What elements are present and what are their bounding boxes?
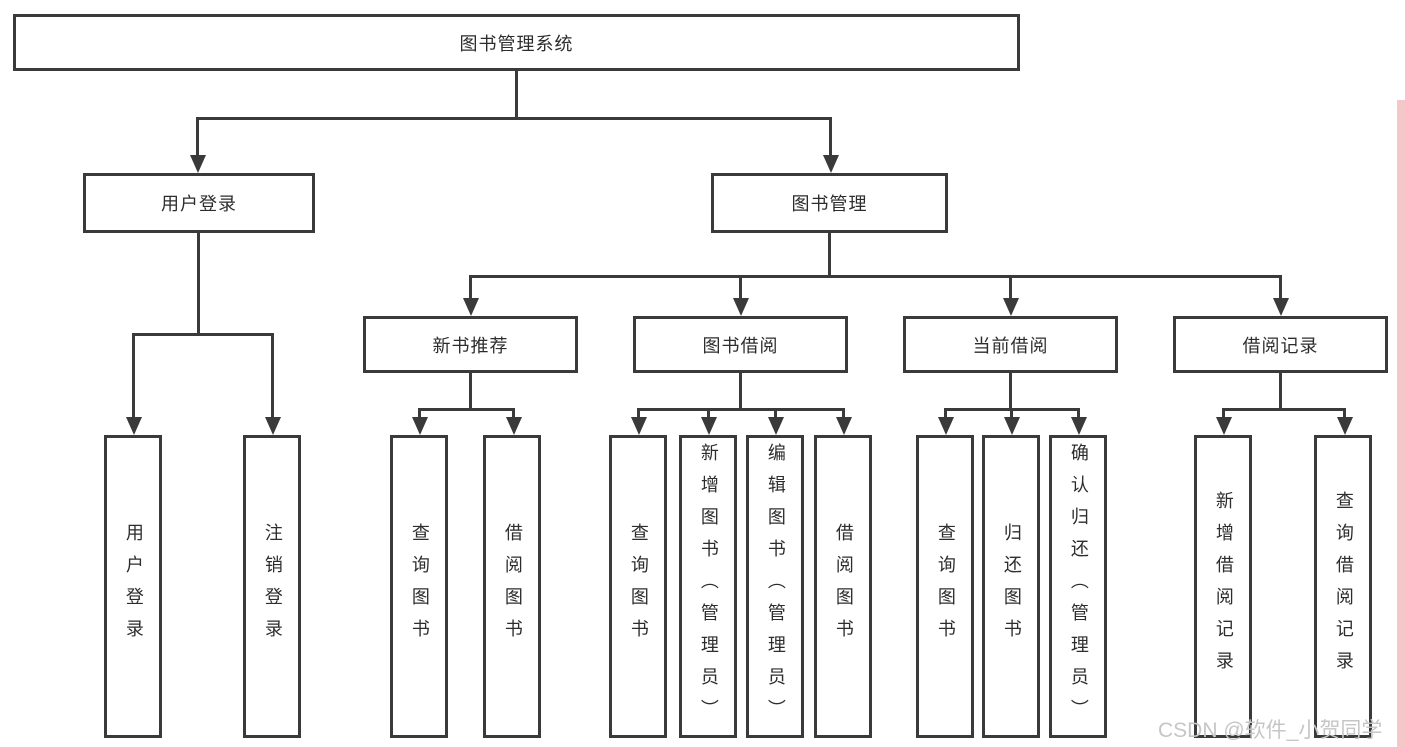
node-borrow-record-label: 借阅记录 xyxy=(1242,335,1319,356)
connector-line xyxy=(637,408,640,417)
node-leaf-query-books-2-label: 查询图书 xyxy=(628,522,649,651)
arrowhead-icon xyxy=(1337,417,1353,435)
connector-line xyxy=(1222,408,1225,417)
node-root-label: 图书管理系统 xyxy=(459,33,574,54)
connector-line xyxy=(842,408,845,417)
node-leaf-query-books-1-label: 查询图书 xyxy=(409,522,430,651)
arrowhead-icon xyxy=(938,417,954,435)
connector-line xyxy=(1009,275,1012,300)
node-leaf-return-books-label: 归还图书 xyxy=(1001,522,1022,651)
node-current-borrow: 当前借阅 xyxy=(903,316,1118,373)
arrowhead-icon xyxy=(1004,417,1020,435)
connector-line xyxy=(1279,275,1282,300)
node-leaf-user-login: 用户登录 xyxy=(104,435,162,738)
node-user-login: 用户登录 xyxy=(83,173,315,233)
node-book-borrow-label: 图书借阅 xyxy=(702,335,779,356)
arrowhead-icon xyxy=(190,155,206,173)
node-new-book-recommend: 新书推荐 xyxy=(363,316,578,373)
node-user-login-label: 用户登录 xyxy=(161,194,237,214)
node-book-management: 图书管理 xyxy=(711,173,948,233)
arrowhead-icon xyxy=(1216,417,1232,435)
node-leaf-add-books-admin-label: 新增图书（管理员） xyxy=(698,442,719,731)
node-root: 图书管理系统 xyxy=(13,14,1020,71)
node-leaf-query-books-1: 查询图书 xyxy=(390,435,448,738)
connector-line xyxy=(1077,408,1080,417)
connector-line xyxy=(469,373,472,411)
node-leaf-confirm-return-admin-label: 确认归还（管理员） xyxy=(1068,442,1089,731)
arrowhead-icon xyxy=(631,417,647,435)
connector-line xyxy=(418,408,515,411)
node-leaf-borrow-books-1-label: 借阅图书 xyxy=(502,522,523,651)
connector-line xyxy=(515,71,518,118)
arrowhead-icon xyxy=(265,417,281,435)
connector-line xyxy=(196,117,199,157)
connector-line xyxy=(1279,373,1282,411)
connector-line xyxy=(469,275,472,300)
node-leaf-query-borrow-record-label: 查询借阅记录 xyxy=(1333,490,1354,683)
node-borrow-record: 借阅记录 xyxy=(1173,316,1388,373)
arrowhead-icon xyxy=(412,417,428,435)
connector-line xyxy=(196,117,832,120)
arrowhead-icon xyxy=(1003,298,1019,316)
node-leaf-add-borrow-record-label: 新增借阅记录 xyxy=(1213,490,1234,683)
right-edge-accent-strip xyxy=(1397,100,1405,747)
node-leaf-user-login-label: 用户登录 xyxy=(123,522,144,651)
connector-line xyxy=(1222,408,1346,411)
node-leaf-query-books-3-label: 查询图书 xyxy=(935,522,956,651)
connector-line xyxy=(739,275,742,300)
connector-line xyxy=(132,333,135,417)
connector-line xyxy=(944,408,947,417)
arrowhead-icon xyxy=(768,417,784,435)
connector-line xyxy=(637,408,845,411)
node-leaf-edit-books-admin-label: 编辑图书（管理员） xyxy=(765,442,786,731)
node-book-borrow: 图书借阅 xyxy=(633,316,848,373)
connector-line xyxy=(1009,373,1012,411)
connector-line xyxy=(829,117,832,157)
arrowhead-icon xyxy=(126,417,142,435)
node-leaf-confirm-return-admin: 确认归还（管理员） xyxy=(1049,435,1107,738)
connector-line xyxy=(774,408,777,417)
node-new-book-recommend-label: 新书推荐 xyxy=(432,335,509,356)
node-leaf-query-books-2: 查询图书 xyxy=(609,435,667,738)
arrowhead-icon xyxy=(823,155,839,173)
node-leaf-edit-books-admin: 编辑图书（管理员） xyxy=(746,435,804,738)
node-leaf-borrow-books-2-label: 借阅图书 xyxy=(833,522,854,651)
node-leaf-borrow-books-2: 借阅图书 xyxy=(814,435,872,738)
arrowhead-icon xyxy=(463,298,479,316)
connector-line xyxy=(271,333,274,417)
node-leaf-add-books-admin: 新增图书（管理员） xyxy=(679,435,737,738)
node-leaf-borrow-books-1: 借阅图书 xyxy=(483,435,541,738)
connector-line xyxy=(1343,408,1346,417)
connector-line xyxy=(132,333,274,336)
connector-line xyxy=(418,408,421,417)
arrowhead-icon xyxy=(1071,417,1087,435)
node-leaf-logout-label: 注销登录 xyxy=(262,522,283,651)
node-book-management-label: 图书管理 xyxy=(791,194,868,214)
connector-line xyxy=(197,233,200,333)
connector-line xyxy=(828,233,831,277)
node-leaf-logout: 注销登录 xyxy=(243,435,301,738)
node-leaf-query-borrow-record: 查询借阅记录 xyxy=(1314,435,1372,738)
arrowhead-icon xyxy=(836,417,852,435)
arrowhead-icon xyxy=(701,417,717,435)
connector-line xyxy=(512,408,515,417)
node-current-borrow-label: 当前借阅 xyxy=(972,335,1049,356)
connector-line xyxy=(739,373,742,411)
connector-line xyxy=(707,408,710,417)
node-leaf-query-books-3: 查询图书 xyxy=(916,435,974,738)
connector-line xyxy=(469,275,1282,278)
arrowhead-icon xyxy=(1273,298,1289,316)
node-leaf-add-borrow-record: 新增借阅记录 xyxy=(1194,435,1252,738)
node-leaf-return-books: 归还图书 xyxy=(982,435,1040,738)
arrowhead-icon xyxy=(733,298,749,316)
csdn-watermark: CSDN @软件_小贺同学 xyxy=(1158,719,1383,742)
arrowhead-icon xyxy=(506,417,522,435)
connector-line xyxy=(1010,408,1013,417)
